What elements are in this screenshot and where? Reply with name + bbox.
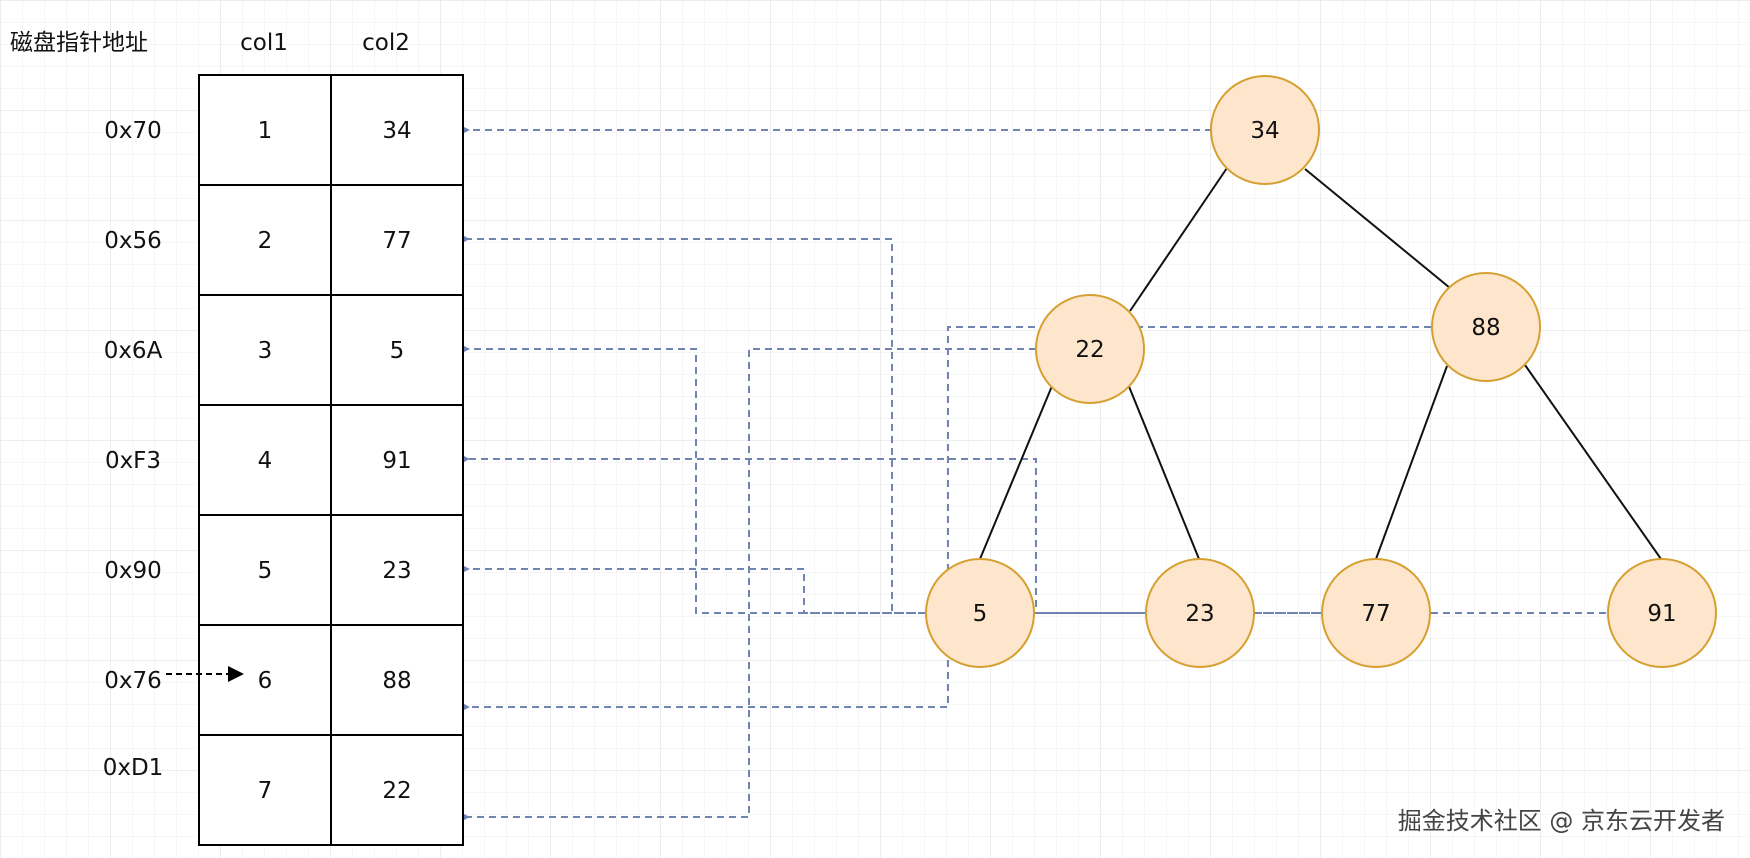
edge-34-22 (1129, 167, 1228, 312)
cell-col2: 91 (382, 448, 411, 474)
tree-node-88: 88 (1431, 272, 1541, 382)
tree-node-label: 34 (1250, 118, 1279, 144)
tree-node-77: 77 (1321, 558, 1431, 668)
row-address: 0x90 (104, 558, 162, 584)
tree-node-circle (1607, 558, 1717, 668)
pointer-line-88 (456, 326, 1431, 714)
tree-node-circle (925, 558, 1035, 668)
pointer-line-22 (456, 348, 1036, 824)
cell-col2: 23 (382, 558, 411, 584)
cell-col2: 22 (382, 778, 411, 804)
tree-node-circle (1210, 75, 1320, 185)
row-address: 0xD1 (103, 755, 164, 781)
edge-34-88 (1304, 168, 1451, 289)
cell-col1: 2 (258, 228, 273, 254)
tree-edges (979, 167, 1662, 560)
col1-header: col1 (240, 30, 288, 56)
cell-col2: 34 (382, 118, 411, 144)
watermark: 掘金技术社区 @ 京东云开发者 (1398, 807, 1725, 835)
row-address: 0xF3 (105, 448, 161, 474)
cell-col1: 3 (258, 338, 273, 364)
tree-node-circle (1035, 294, 1145, 404)
cell-col1: 5 (258, 558, 273, 584)
cell-col2: 88 (382, 668, 411, 694)
cell-col1: 6 (258, 668, 273, 694)
pointer-line-5 (456, 342, 925, 614)
tree-node-91: 91 (1607, 558, 1717, 668)
cell-col2: 5 (390, 338, 405, 364)
tree-node-label: 22 (1075, 337, 1104, 363)
tree-node-label: 5 (973, 601, 988, 627)
row-address: 0x70 (104, 118, 162, 144)
cell-col1: 4 (258, 448, 273, 474)
tree-node-22: 22 (1035, 294, 1145, 404)
pointer-line-77 (456, 232, 1322, 614)
edge-88-77 (1375, 365, 1448, 560)
edge-22-23 (1127, 383, 1200, 560)
row-address: 0x6A (104, 338, 163, 364)
edge-22-5 (979, 385, 1053, 560)
tree-node-5: 5 (925, 558, 1035, 668)
col2-header: col2 (362, 30, 410, 56)
row-address: 0x56 (104, 228, 162, 254)
tree-node-circle (1145, 558, 1255, 668)
tree-node-circle (1321, 558, 1431, 668)
tree-node-label: 23 (1185, 601, 1214, 627)
tree-node-34: 34 (1210, 75, 1320, 185)
tree-node-label: 88 (1471, 315, 1500, 341)
bplus-tree: 34 22 88 5 23 77 91 (925, 75, 1717, 668)
tree-node-label: 77 (1361, 601, 1390, 627)
tree-node-label: 91 (1647, 601, 1676, 627)
tree-node-circle (1431, 272, 1541, 382)
pointer-line-91 (456, 452, 1606, 614)
cell-col2: 77 (382, 228, 411, 254)
row-address: 0x76 (104, 668, 162, 694)
address-column-title: 磁盘指针地址 (10, 30, 148, 56)
index-table: 0x70 1 34 0x56 2 77 0x6A 3 5 0xF3 4 91 0x90 5 23 0x76 6 8… (103, 74, 464, 846)
cell-col1: 1 (258, 118, 273, 144)
edge-88-91 (1524, 364, 1662, 560)
cell-col1: 7 (258, 778, 273, 804)
tree-node-23: 23 (1145, 558, 1255, 668)
